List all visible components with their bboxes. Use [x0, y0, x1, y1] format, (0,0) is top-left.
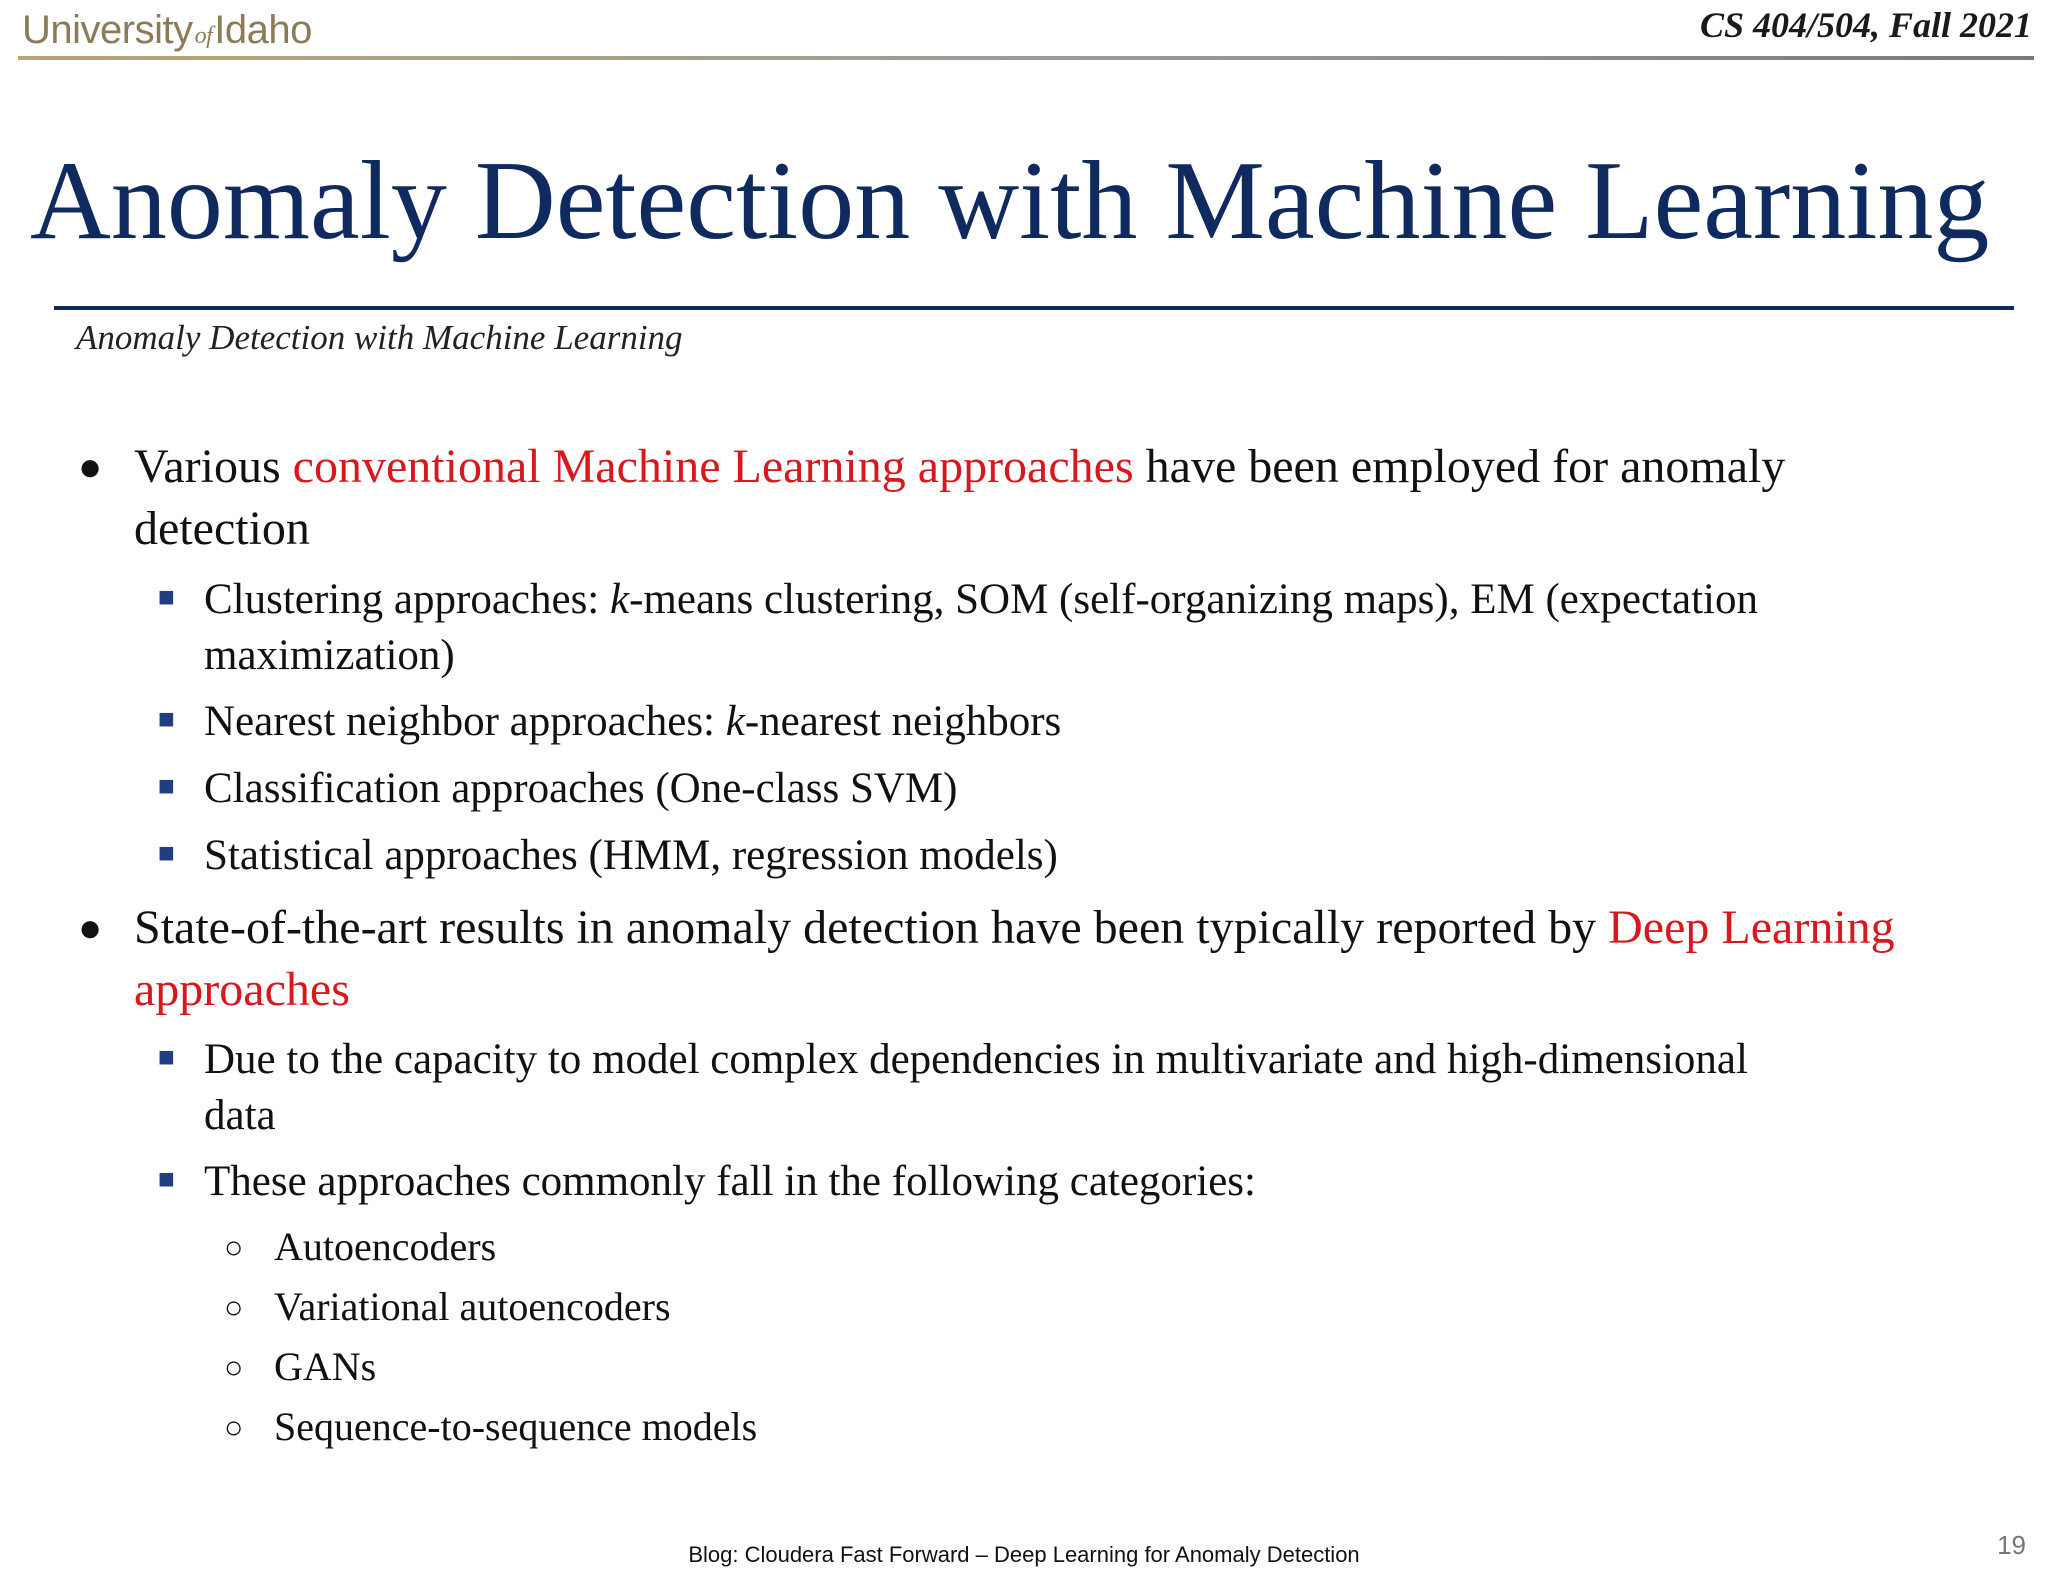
title-divider — [54, 306, 2014, 310]
bullet-text: State-of-the-art results in anomaly dete… — [134, 901, 1609, 954]
square-bullet-icon: ■ — [158, 771, 175, 802]
highlight-text: conventional Machine Learning approaches — [292, 440, 1134, 493]
university-logo: UniversityofIdaho — [22, 8, 312, 53]
bullet-text: Clustering approaches: — [204, 576, 611, 623]
slide-title: Anomaly Detection with Machine Learning — [30, 139, 1990, 263]
hollow-circle-bullet-icon: ○ — [224, 1349, 244, 1385]
bullet-conventional-ml: ● Various conventional Machine Learning a… — [78, 436, 1964, 560]
category-item: ○ Sequence-to-sequence models — [224, 1402, 1774, 1452]
footer-source: Blog: Cloudera Fast Forward – Deep Learn… — [688, 1542, 1360, 1567]
logo-university: University — [22, 8, 193, 52]
category-text: Sequence-to-sequence models — [274, 1404, 758, 1449]
subbullet-nearest-neighbor: ■ Nearest neighbor approaches: k-nearest … — [158, 694, 1824, 750]
bullet-text: Various — [134, 440, 293, 493]
subbullet-capacity: ■ Due to the capacity to model complex de… — [158, 1032, 1824, 1144]
category-text: Variational autoencoders — [274, 1284, 671, 1329]
category-item: ○ Variational autoencoders — [224, 1282, 1774, 1332]
bullet-deep-learning: ● State-of-the-art results in anomaly det… — [78, 897, 1964, 1021]
category-item: ○ Autoencoders — [224, 1222, 1774, 1272]
hollow-circle-bullet-icon: ○ — [224, 1289, 244, 1325]
square-bullet-icon: ■ — [158, 838, 175, 869]
square-bullet-icon: ■ — [158, 582, 175, 613]
header-divider — [18, 56, 2034, 60]
slide-subtitle: Anomaly Detection with Machine Learning — [76, 318, 683, 357]
logo-of: of — [194, 23, 213, 49]
square-bullet-icon: ■ — [158, 1042, 175, 1073]
subbullet-classification: ■ Classification approaches (One-class SV… — [158, 761, 1824, 817]
category-text: Autoencoders — [274, 1224, 497, 1269]
italic-k: k — [725, 698, 745, 745]
subbullet-clustering: ■ Clustering approaches: k-means clusteri… — [158, 572, 1824, 684]
hollow-circle-bullet-icon: ○ — [224, 1229, 244, 1265]
bullet-text: -means clustering, SOM (self-organizing … — [204, 576, 1758, 679]
bullet-text: Due to the capacity to model complex dep… — [204, 1036, 1748, 1139]
category-item: ○ GANs — [224, 1342, 1774, 1392]
bullet-text: have been employed for anomaly detection — [134, 440, 1786, 555]
category-text: GANs — [274, 1344, 377, 1389]
round-bullet-icon: ● — [78, 905, 103, 950]
italic-k: k — [610, 576, 630, 623]
course-label: CS 404/504, Fall 2021 — [1699, 5, 2032, 45]
subbullet-categories: ■ These approaches commonly fall in the f… — [158, 1154, 1824, 1210]
subbullet-statistical: ■ Statistical approaches (HMM, regression… — [158, 828, 1824, 884]
bullet-text: -nearest neighbors — [744, 698, 1062, 745]
square-bullet-icon: ■ — [158, 704, 175, 735]
bullet-text: Nearest neighbor approaches: — [204, 698, 726, 745]
bullet-text: Classification approaches (One-class SVM… — [204, 765, 958, 812]
bullet-text: Statistical approaches (HMM, regression … — [204, 832, 1058, 879]
round-bullet-icon: ● — [78, 444, 103, 489]
bullet-text: These approaches commonly fall in the fo… — [204, 1158, 1256, 1205]
hollow-circle-bullet-icon: ○ — [224, 1409, 244, 1445]
square-bullet-icon: ■ — [158, 1164, 175, 1195]
logo-idaho: Idaho — [214, 8, 312, 52]
highlight-text: Deep Learning approaches — [134, 901, 1895, 1016]
page-number: 19 — [1997, 1530, 2026, 1560]
